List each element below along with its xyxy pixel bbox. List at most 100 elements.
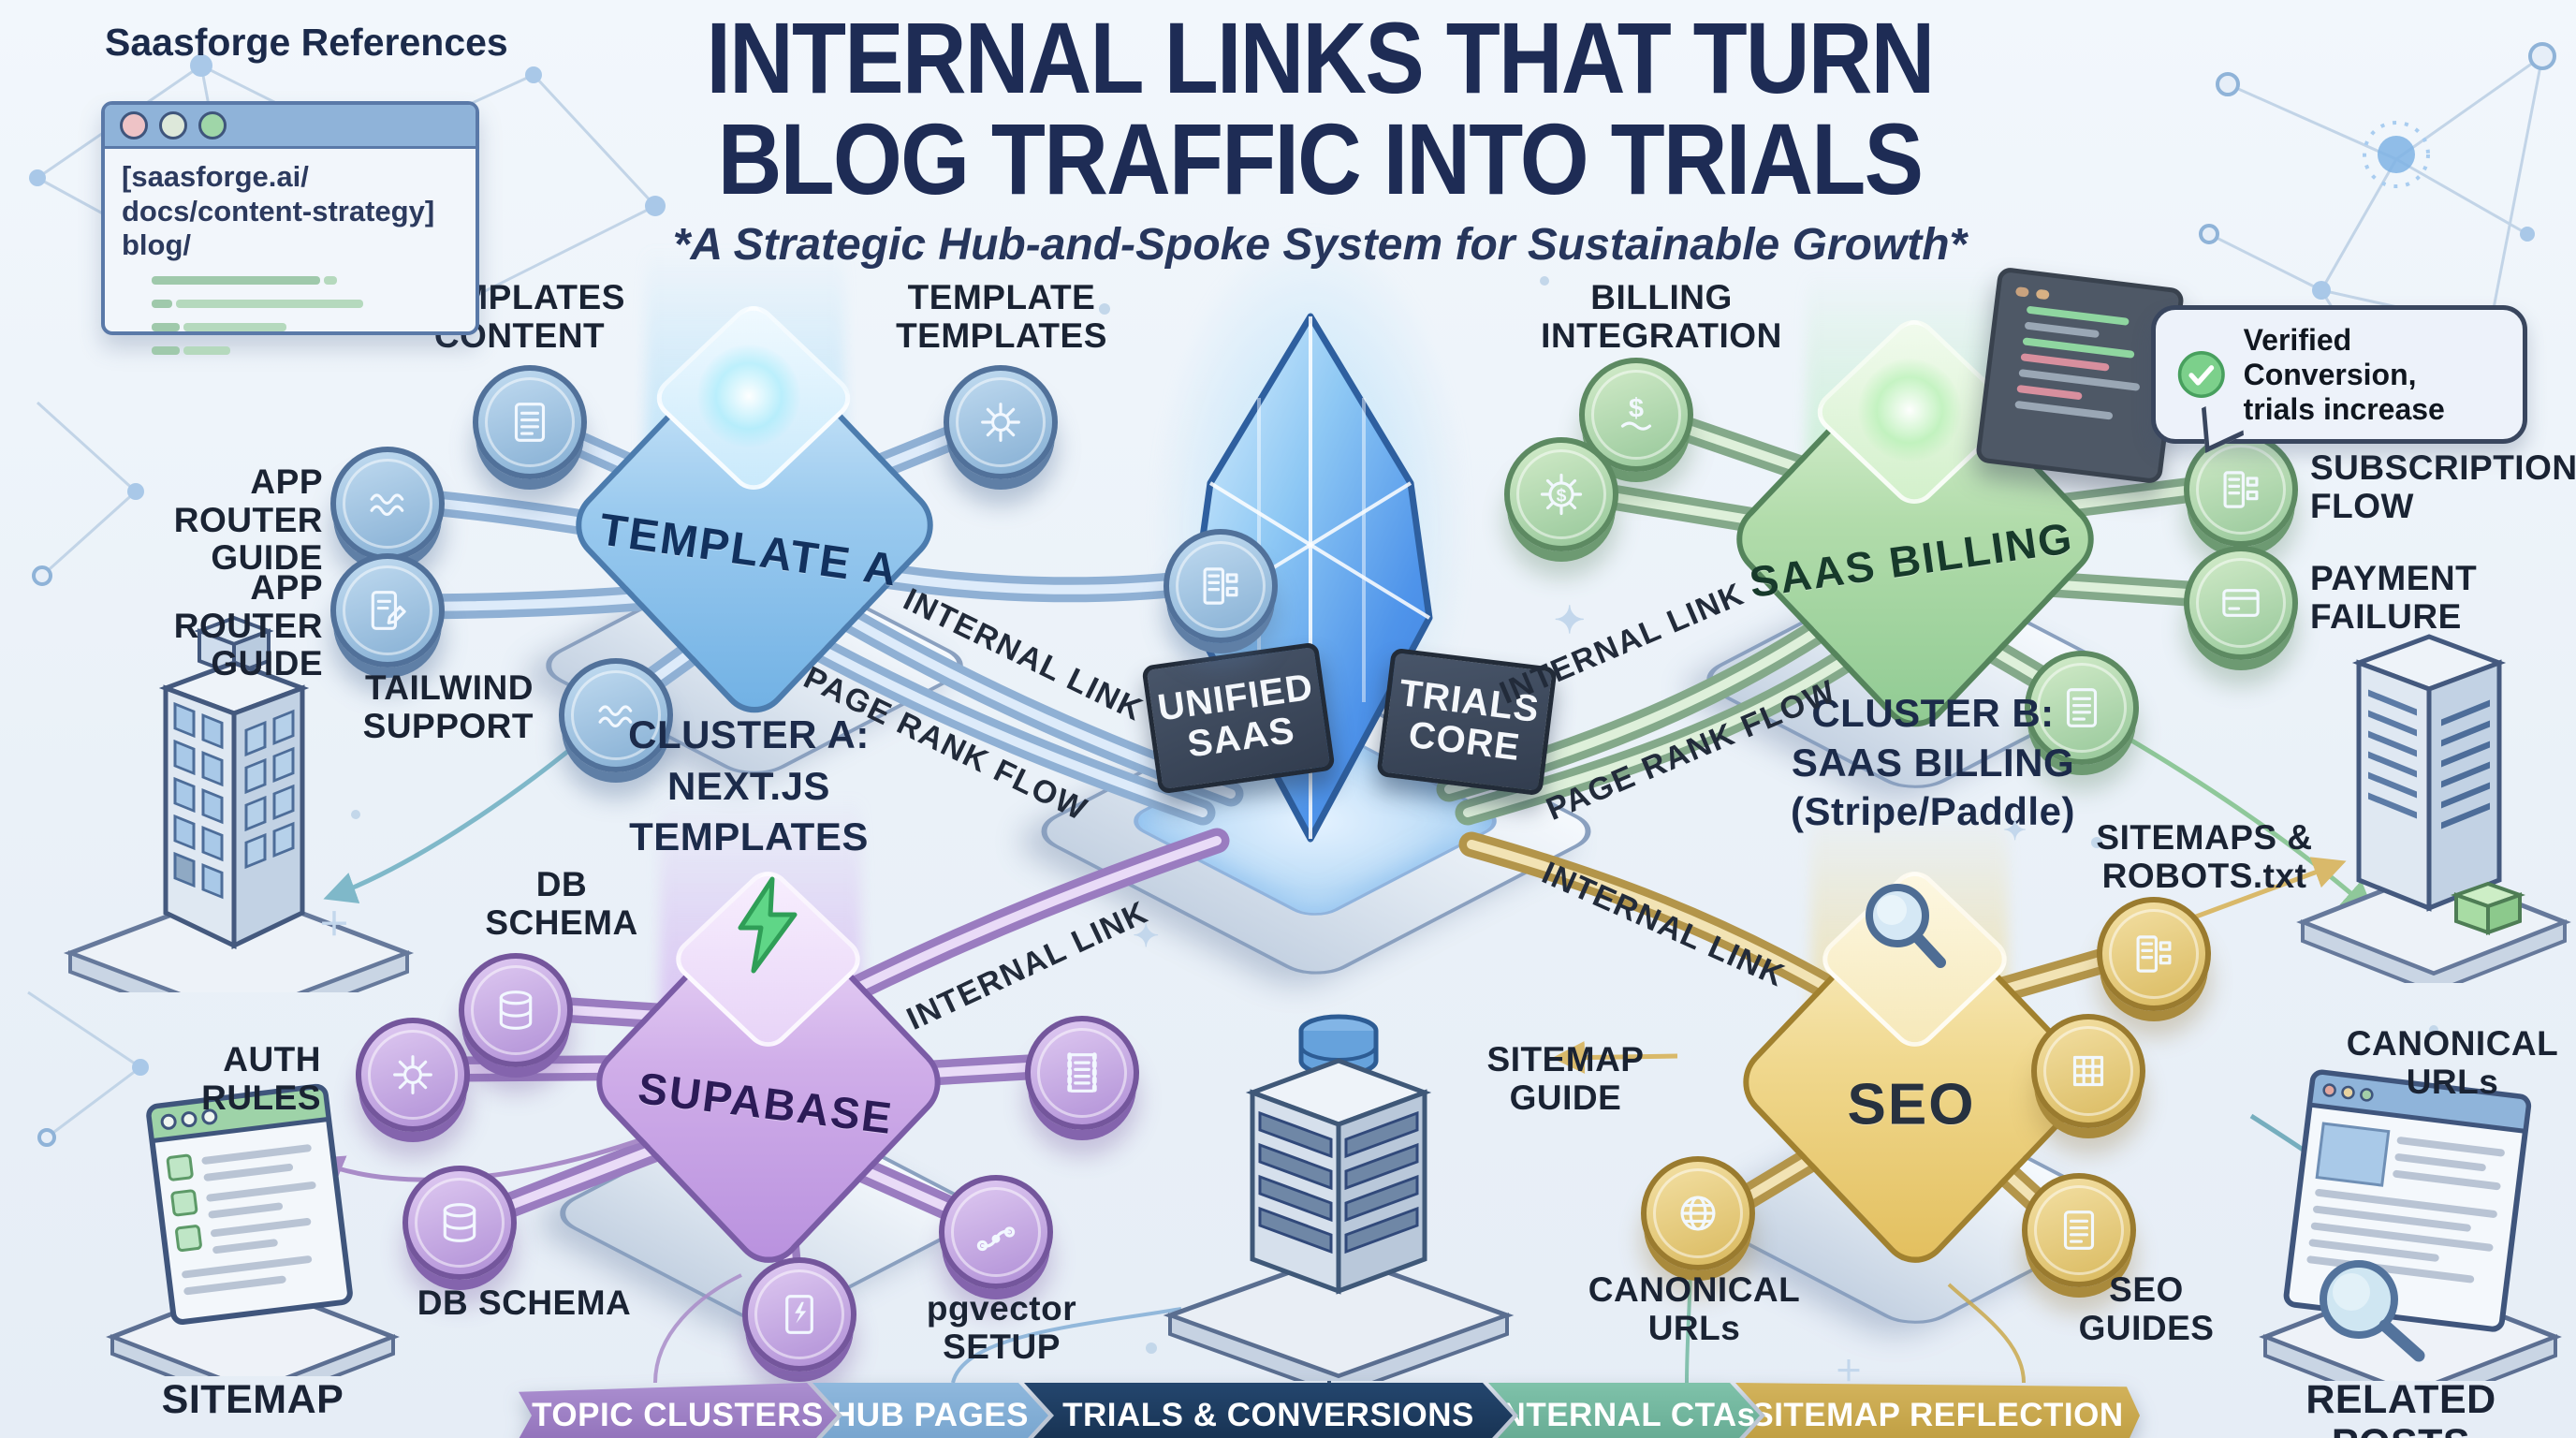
node-template-doc xyxy=(1164,529,1278,643)
node-app-router-2 xyxy=(330,553,445,668)
globe-icon xyxy=(1680,1196,1716,1231)
legend-topic-clusters: TOPIC CLUSTERS xyxy=(519,1383,837,1438)
reference-url-line2: docs/content-strategy] xyxy=(122,194,435,227)
building-left xyxy=(63,615,415,992)
caption-cluster-a: CLUSTER A: NEXT.JS TEMPLATES xyxy=(628,712,870,859)
server-rack xyxy=(1163,1014,1515,1381)
related-posts-browser xyxy=(2259,1069,2562,1381)
label-payment-failure: PAYMENT FAILURE xyxy=(2310,559,2478,636)
label-billing-integration: BILLING INTEGRATION xyxy=(1541,278,1782,355)
verified-badge-text: Verified Conversion, trials increase xyxy=(2243,323,2445,426)
sparkle: ＋ xyxy=(1835,1357,1863,1387)
sign-unified-saas-text: UNIFIED SAAS xyxy=(1155,666,1316,766)
lightning-icon xyxy=(738,876,798,974)
legend-topic-clusters-label: TOPIC CLUSTERS xyxy=(532,1397,824,1433)
plug-vector-icon xyxy=(976,1226,1016,1252)
label-canonical-right: CANONICAL URLs xyxy=(2346,1024,2559,1101)
document-list-icon xyxy=(2223,471,2259,508)
references-browser-titlebar xyxy=(105,105,476,149)
node-film xyxy=(1025,1016,1139,1130)
gear-icon xyxy=(981,403,1020,442)
sign-unified-saas: UNIFIED SAAS xyxy=(1141,641,1336,795)
label-related-posts-prop: RELATED POSTS xyxy=(2305,1377,2496,1438)
sparkle: ＋ xyxy=(318,907,350,943)
legend-bar: TOPIC CLUSTERS HUB PAGES TRIALS & CONVER… xyxy=(519,1383,2140,1438)
reference-url-line3: blog/ xyxy=(122,228,192,262)
legend-trials-conversions: TRIALS & CONVERSIONS xyxy=(1024,1383,1513,1438)
node-subscription-flow xyxy=(2184,433,2298,547)
label-app-router-2: APP ROUTER GUIDE xyxy=(173,568,323,683)
node-billing-doc xyxy=(2025,651,2139,765)
legend-internal-ctas-label: INTERNAL CTAs xyxy=(1492,1397,1756,1433)
label-sitemap-prop: SITEMAP xyxy=(161,1377,344,1422)
node-auth-rules xyxy=(356,1018,470,1132)
label-db-schema-bottom: DB SCHEMA xyxy=(417,1284,632,1322)
node-bolt-card xyxy=(742,1257,856,1372)
references-browser: [saasforge.ai/ docs/content-strategy] bl… xyxy=(101,101,479,355)
label-sitemap-guide: SITEMAP GUIDE xyxy=(1486,1040,1645,1117)
glow-template-a xyxy=(697,345,800,448)
sparkle: ✦ xyxy=(2003,815,2027,846)
node-payment-failure xyxy=(2184,546,2298,660)
hub-label-seo: SEO xyxy=(1847,1072,1976,1137)
legend-sitemap-reflection: SITEMAP REFLECTION xyxy=(1735,1383,2140,1438)
label-app-router-1: APP ROUTER GUIDE xyxy=(173,462,323,578)
page-title-line2: BLOG TRAFFIC INTO TRIALS xyxy=(717,102,1924,215)
label-template-templates: TEMPLATE TEMPLATES xyxy=(896,278,1107,355)
node-db-schema-bottom xyxy=(402,1166,517,1280)
document-icon xyxy=(2063,1211,2095,1250)
building-right xyxy=(2296,634,2571,983)
document-pencil-icon xyxy=(371,591,406,630)
magnifier-icon xyxy=(1866,884,1946,968)
legend-trials-conversions-label: TRIALS & CONVERSIONS xyxy=(1062,1397,1474,1433)
money-icon: $ xyxy=(1620,393,1652,431)
node-template-templates xyxy=(944,365,1058,479)
legend-hub-pages: HUB PAGES xyxy=(812,1383,1048,1438)
svg-text:$: $ xyxy=(1557,486,1567,506)
glow-saas-billing xyxy=(1858,359,1961,462)
sitemap-browser xyxy=(106,1083,400,1376)
page-title-line1: INTERNAL LINKS THAT TURN xyxy=(706,1,1935,114)
gear-dollar-icon: $ xyxy=(1540,473,1583,516)
reference-code-lines xyxy=(105,263,476,360)
node-db-schema-top xyxy=(459,953,573,1067)
reference-url-line1: [saasforge.ai/ xyxy=(122,160,309,193)
label-tailwind-support: TAILWIND SUPPORT xyxy=(362,668,534,745)
database-icon xyxy=(499,990,533,1030)
document-list-icon xyxy=(1203,567,1238,605)
check-circle-icon xyxy=(2177,351,2225,399)
label-canonical-left: CANONICAL URLs xyxy=(1588,1270,1801,1347)
database-icon xyxy=(443,1203,476,1242)
legend-hub-pages-label: HUB PAGES xyxy=(832,1397,1029,1433)
references-title: Saasforge References xyxy=(105,21,508,64)
legend-sitemap-reflection-label: SITEMAP REFLECTION xyxy=(1751,1397,2124,1433)
node-seo-guides xyxy=(2022,1173,2136,1287)
document-icon xyxy=(514,403,546,442)
title-block: INTERNAL LINKS THAT TURN BLOG TRAFFIC IN… xyxy=(524,7,2115,271)
label-seo-guides: SEO GUIDES xyxy=(2078,1270,2215,1347)
label-subscription-flow: SUBSCRIPTION FLOW xyxy=(2310,448,2576,525)
node-pgvector xyxy=(939,1175,1053,1289)
caption-cluster-b: CLUSTER B: SAAS BILLING (Stripe/Paddle) xyxy=(1791,691,2075,833)
label-sitemaps-robots: SITEMAPS & ROBOTS.txt xyxy=(2096,818,2313,895)
minimize-dot-icon xyxy=(159,111,187,139)
label-auth-rules: AUTH RULES xyxy=(201,1040,321,1117)
node-tailwind-support xyxy=(559,658,673,772)
svg-text:$: $ xyxy=(1629,393,1644,423)
node-billing-integration: $ xyxy=(1579,358,1693,472)
wave-icon xyxy=(370,493,404,517)
node-app-router-1 xyxy=(330,447,445,561)
bolt-card-icon xyxy=(785,1295,813,1334)
gear-icon xyxy=(393,1055,432,1094)
film-icon xyxy=(1067,1052,1097,1093)
node-canonical-right xyxy=(2031,1014,2145,1128)
verified-badge: Verified Conversion, trials increase xyxy=(2151,305,2527,445)
sparkle: ✦ xyxy=(1133,918,1160,954)
node-billing-gear: $ xyxy=(1504,437,1618,551)
close-dot-icon xyxy=(120,111,148,139)
node-sitemaps-robots xyxy=(2097,897,2211,1011)
legend-internal-ctas: INTERNAL CTAs xyxy=(1488,1383,1760,1438)
node-templates-content xyxy=(473,365,587,479)
document-list-icon xyxy=(2136,935,2172,973)
